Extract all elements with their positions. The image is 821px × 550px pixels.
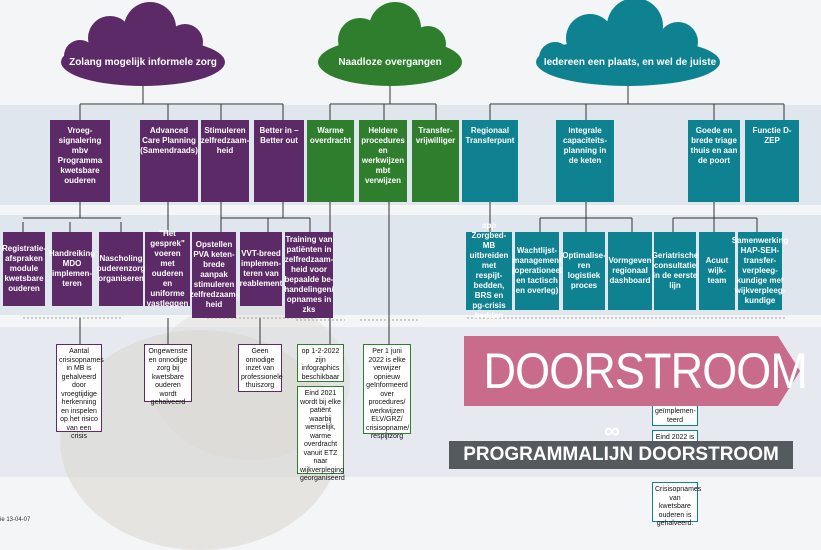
box-nascholing-ouderenzorg: Nascholing ouderenzorg organiseren [97, 232, 145, 306]
box-het-gesprek: "Het gesprek" voeren met ouderen en unif… [145, 229, 190, 308]
box-goede-brede-triage: Goede en brede triage thuis en aan de po… [688, 120, 740, 202]
box-app-zorgbed: app Zorgbed-MB uitbreiden met respijt-be… [466, 221, 512, 320]
box-vormgeven-dashboard: Vormgeven regionaal dashboard [608, 232, 652, 310]
doorstroom-arrow [778, 336, 800, 406]
box-warme-overdracht: Warme overdracht [307, 120, 354, 202]
doorstroom-banner [464, 336, 778, 406]
box-geriatrische-consultatie: Geriatrische consultatie in de eerste li… [652, 232, 698, 310]
box-functie-d-zep: Functie D-ZEP [745, 120, 799, 202]
box-acuut-wijkteam: Acuut wijk-team [699, 232, 735, 310]
box-integrale-capaciteitsplanning: Integrale capaciteits-planning in de ket… [556, 120, 614, 202]
box-training-patienten: Training van patiënten in zelfredzaam-he… [284, 232, 334, 318]
cloud-label-informele-zorg: Zolang mogelijk informele zorg [69, 57, 217, 68]
background-photo-people [60, 330, 340, 550]
cloud-label-iedereen-een-plaats: Iedereen een plaats, en wel de juiste [543, 57, 717, 68]
note-geen-onnodige-inzet: Geen onnodige inzet van professionele th… [238, 344, 283, 392]
box-vroegsignalering: Vroeg-signalering mbv Programma kwetsbar… [50, 120, 110, 202]
cloud-label-naadloze-overgangen: Naadloze overgangen [338, 57, 442, 68]
box-samenwerking-hap-seh: Samenwerking HAP-SEH-transfer-verpleeg-k… [732, 232, 788, 310]
box-optimaliseren-logistiek: Optimalise-ren logistiek proces [562, 232, 606, 310]
box-heldere-procedures: Heldere procedures en werkwijzen mbt ver… [359, 120, 407, 202]
box-vvt-breed-reablement: VVT-breed implemen-teren van reablement [240, 232, 282, 306]
box-wachtlijst-management: Wachtlijst-management (operationeel en t… [512, 232, 562, 310]
note-eind-2021-warme-overdracht: Eind 2021 wordt bij elke patiënt waarbij… [297, 386, 345, 482]
cloud-green [318, 2, 462, 86]
connector-lines [22, 84, 785, 344]
box-handreiking-mdo: Handreiking MDO implemen-teren [49, 232, 95, 306]
box-transfervrijwilliger: Transfer-vrijwilliger [412, 120, 459, 202]
box-better-in-better-out: Better in – Better out [254, 120, 304, 202]
chain-link-icon: ∞ [604, 418, 620, 443]
cloud-shapes [61, 0, 720, 86]
note-per-1-juni-2022: Per 1 juni 2022 is elke verwijzer opnieu… [363, 344, 411, 440]
cloud-purple [61, 2, 225, 86]
box-advanced-care-planning: Advanced Care Planning (Samendraads) [140, 120, 198, 202]
note-ongewenste-zorg: Ongewenste en onnodige zorg bij kwetsbar… [144, 344, 192, 406]
date-label: ie 13-04-07 [0, 517, 31, 523]
band-level2 [0, 105, 821, 205]
note-geimplementeerd: geïmplemen-teerd [652, 404, 698, 426]
cloud-teal [536, 0, 720, 86]
note-crisisopnames-gehalveerd: Aantal crisisopnames in MB is gehalveerd… [56, 344, 104, 440]
box-stimuleren-zelfredzaamheid: Stimuleren zelfredzaam-heid [201, 120, 249, 202]
note-crisisopnames-kwetsbare-ouderen: Crisisopnames van kwetsbare ouderen is g… [652, 482, 701, 527]
note-infographics: op 1-2-2022 zijn infographics beschikbaa… [297, 344, 344, 382]
doorstroom-title: DOORSTROOM [483, 343, 808, 399]
box-regionaal-transferpunt: Regionaal Transferpunt [462, 120, 518, 202]
box-opstellen-pva: Opstellen PVA keten-brede aanpak stimule… [190, 232, 238, 318]
programmalijn-subtitle: PROGRAMMALIJN DOORSTROOM [449, 441, 793, 469]
box-registratie-afspraken: Registratie-afspraken module kwetsbare o… [2, 232, 46, 306]
